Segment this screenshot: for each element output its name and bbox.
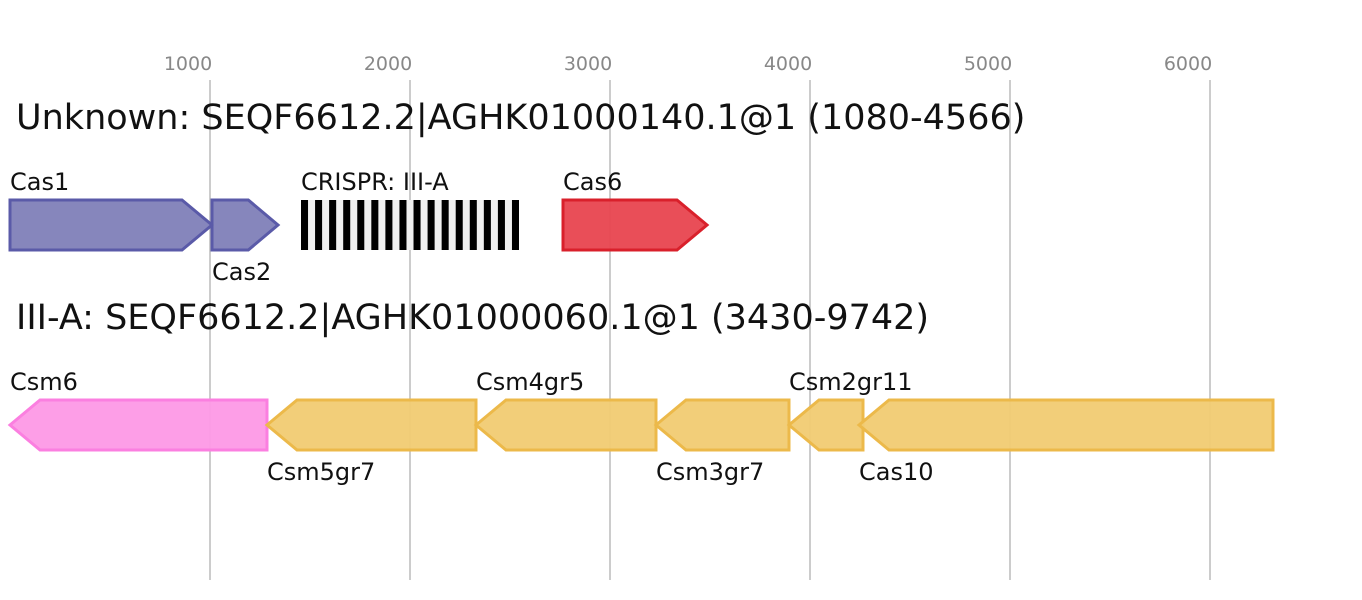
gene-arrow-csm5gr7 [264,398,478,452]
gene-arrow-cas1 [8,198,215,252]
gene-arrow-cas6 [561,198,710,252]
crispr-repeat [469,200,477,250]
tick-label: 6000 [1164,53,1212,75]
gene-label: Csm4gr5 [476,368,584,396]
locus-title: III-A: SEQF6612.2|AGHK01000060.1@1 (3430… [16,298,929,338]
tick-label: 2000 [364,53,412,75]
crispr-repeat [315,200,323,250]
crispr-repeat [343,200,351,250]
gene-label: Csm2gr11 [789,368,913,396]
crispr-repeat [455,200,463,250]
gene-label: Cas1 [10,168,69,196]
gene-arrow-csm3gr7 [653,398,791,452]
gene-label: Cas10 [859,458,934,486]
tick-label: 3000 [564,53,612,75]
crispr-repeat [427,200,435,250]
gene-arrow-csm6 [7,398,269,452]
crispr-repeat [483,200,491,250]
crispr-repeat [441,200,449,250]
gene-label: Cas2 [212,258,271,286]
crispr-repeat [399,200,407,250]
gene-label: Csm6 [10,368,78,396]
tick-label: 4000 [764,53,812,75]
gene-arrow-csm2gr11 [786,398,865,452]
crispr-repeat [357,200,365,250]
crispr-repeat [371,200,379,250]
gene-label: Csm3gr7 [656,458,764,486]
locus-title: Unknown: SEQF6612.2|AGHK01000140.1@1 (10… [16,98,1025,138]
crispr-repeat [511,200,519,250]
crispr-repeat [385,200,393,250]
gene-arrow-csm4gr5 [473,398,658,452]
crispr-repeat [413,200,421,250]
crispr-repeat [329,200,337,250]
gene-label: CRISPR: III-A [301,168,449,196]
gene-arrow-cas2 [210,198,281,252]
crispr-array [301,200,519,250]
gene-label: Csm5gr7 [267,458,375,486]
gene-arrow-cas10 [856,398,1275,452]
tick-label: 5000 [964,53,1012,75]
crispr-repeat [301,200,309,250]
tick-label: 1000 [164,53,212,75]
crispr-repeat [497,200,505,250]
gene-label: Cas6 [563,168,622,196]
